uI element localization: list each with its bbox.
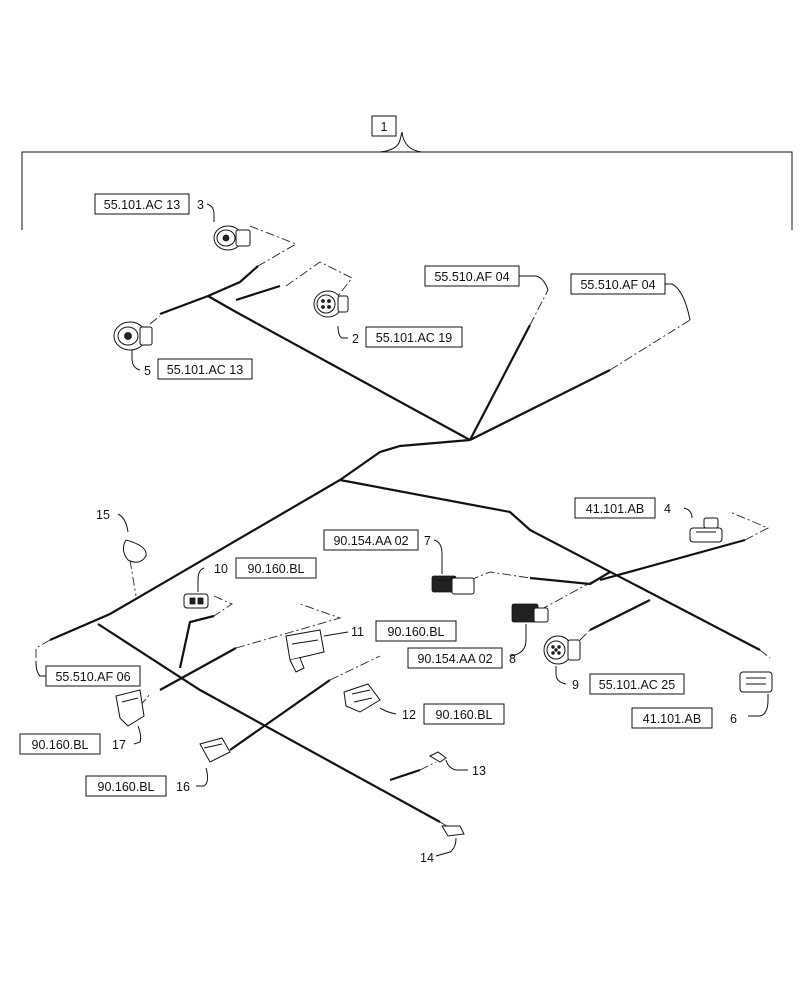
callout-ref: 55.101.AC 25	[599, 678, 675, 692]
connector-3	[213, 225, 251, 251]
callout-number: 13	[472, 764, 486, 778]
callout-6: 41.101.AB 6	[631, 707, 737, 729]
connector-9	[543, 635, 581, 665]
callout-ref: 90.154.AA 02	[333, 534, 408, 548]
tie-15	[122, 539, 147, 563]
callout-ref: 90.160.BL	[388, 625, 445, 639]
callout-ref: 55.101.AC 19	[376, 331, 452, 345]
callout-ref: 90.160.BL	[98, 780, 155, 794]
callout-ref: 41.101.AB	[586, 502, 644, 516]
connector-8	[511, 603, 549, 623]
callout-number: 9	[572, 678, 579, 692]
callout-2: 2 55.101.AC 19	[352, 326, 463, 348]
callout-number: 4	[664, 502, 671, 516]
callout-number: 17	[112, 738, 126, 752]
connector-16	[199, 737, 231, 763]
callout-number: 14	[420, 851, 434, 865]
callout-13: 13	[472, 764, 486, 778]
connector-11	[285, 629, 325, 673]
connector-12	[343, 683, 381, 713]
callout-number: 8	[509, 652, 516, 666]
callout-number: 7	[424, 534, 431, 548]
callout-number: 6	[730, 712, 737, 726]
connector-10	[183, 593, 209, 609]
connector-5	[113, 321, 153, 351]
assembly-bracket: 1	[21, 115, 793, 230]
callout-ref: 55.510.AF 04	[580, 278, 655, 292]
callout-10: 10 90.160.BL	[214, 557, 317, 579]
callout-4: 41.101.AB 4	[574, 497, 671, 519]
connector-7	[431, 575, 475, 595]
connector-4	[689, 517, 723, 543]
callout-12: 12 90.160.BL	[402, 703, 505, 725]
callout-7: 90.154.AA 02 7	[323, 529, 431, 551]
connector-17	[115, 689, 145, 727]
callout-af04-a: 55.510.AF 04	[424, 265, 549, 291]
callout-ref: 55.510.AF 06	[55, 670, 130, 684]
assembly-number: 1	[381, 120, 388, 134]
wire-harness	[49, 265, 761, 823]
dash-leaders	[35, 225, 771, 829]
callout-af04-b: 55.510.AF 04	[570, 273, 691, 321]
callout-number: 11	[351, 625, 364, 639]
callout-ref: 55.101.AC 13	[167, 363, 243, 377]
callout-number: 3	[197, 198, 204, 212]
callout-number: 5	[144, 364, 151, 378]
callout-number: 2	[352, 332, 359, 346]
callout-11: 11 90.160.BL	[351, 620, 457, 642]
callout-16: 90.160.BL 16	[85, 775, 190, 797]
callout-number: 16	[176, 780, 190, 794]
callout-3: 55.101.AC 13 3	[94, 193, 204, 215]
connector-6	[739, 671, 773, 693]
callout-ref: 55.101.AC 13	[104, 198, 180, 212]
callout-14: 14	[420, 851, 434, 865]
terminal-14	[441, 825, 465, 837]
terminal-13	[428, 751, 447, 763]
callout-ref: 90.154.AA 02	[417, 652, 492, 666]
callout-af06: 55.510.AF 06	[35, 661, 141, 687]
callout-ref: 90.160.BL	[248, 562, 305, 576]
callout-leaders	[117, 203, 769, 857]
callout-ref: 55.510.AF 04	[434, 270, 509, 284]
callout-ref: 90.160.BL	[32, 738, 89, 752]
callout-ref: 41.101.AB	[643, 712, 701, 726]
callout-number: 12	[402, 708, 416, 722]
callout-number: 10	[214, 562, 228, 576]
callout-number: 15	[96, 508, 110, 522]
callout-17: 90.160.BL 17	[19, 733, 126, 755]
assembly-number-box	[371, 115, 397, 137]
callout-9: 9 55.101.AC 25	[572, 673, 685, 695]
callout-5: 5 55.101.AC 13	[144, 358, 253, 380]
callout-8: 90.154.AA 02 8	[407, 647, 516, 669]
callout-ref: 90.160.BL	[436, 708, 493, 722]
callout-15: 15	[96, 508, 110, 522]
connector-2	[313, 290, 349, 318]
